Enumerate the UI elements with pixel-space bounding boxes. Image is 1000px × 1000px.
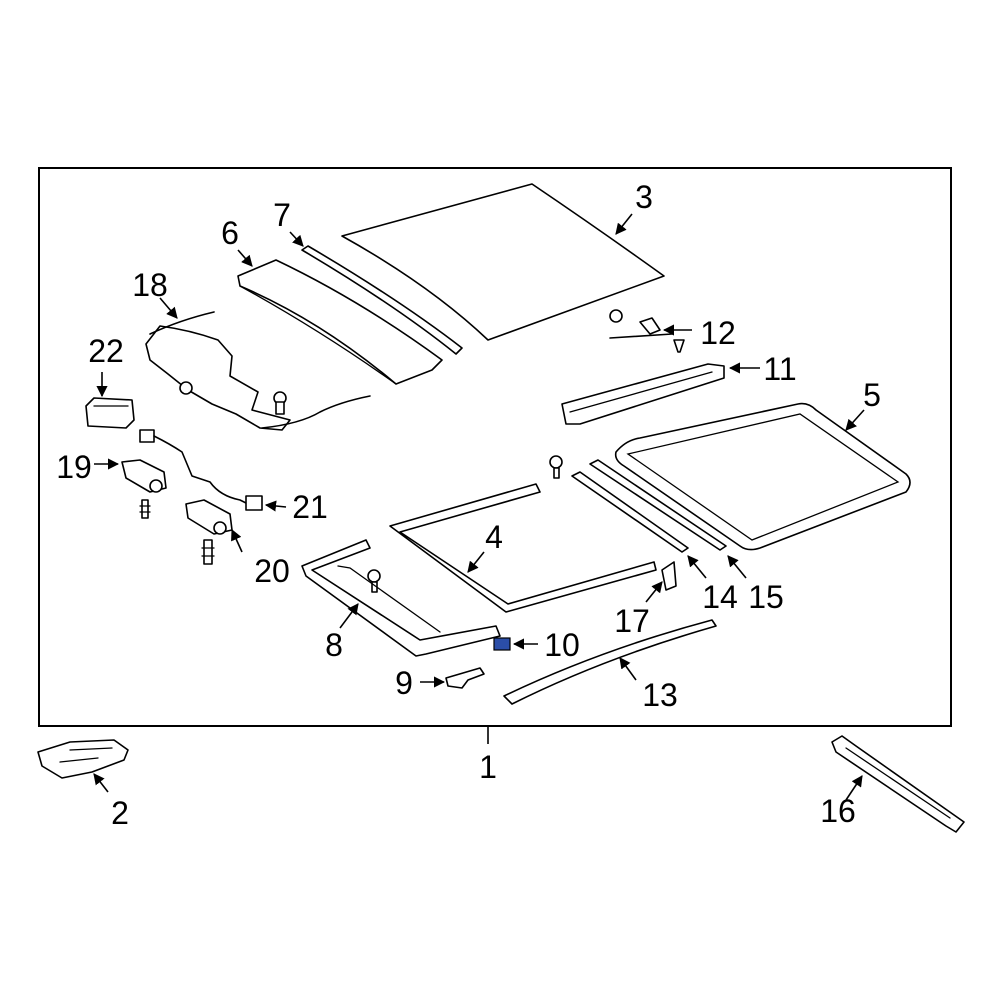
callout-15-leader <box>727 555 747 579</box>
callout-13: 13 <box>642 677 678 713</box>
callout-10: 10 <box>544 627 580 663</box>
callout-13-leader <box>619 657 637 681</box>
callout-22: 22 <box>88 333 124 369</box>
callout-17: 17 <box>614 603 650 639</box>
callout-9: 9 <box>395 665 413 701</box>
part-21-wire-harness[interactable] <box>139 429 263 511</box>
part-15-side-seal[interactable] <box>589 459 727 551</box>
part-9-bracket[interactable] <box>445 667 485 689</box>
part-20-motor[interactable] <box>185 499 233 565</box>
callout-7-leader <box>289 231 304 247</box>
callout-20-leader <box>231 528 243 553</box>
callout-2: 2 <box>111 795 129 831</box>
callout-8: 8 <box>325 627 343 663</box>
callout-11: 11 <box>763 351 796 387</box>
screw-center-top[interactable] <box>549 455 563 479</box>
callout-17-leader <box>645 581 663 603</box>
callout-6-leader <box>237 249 253 267</box>
callout-15: 15 <box>748 579 784 615</box>
callout-6: 6 <box>221 215 239 251</box>
callout-7: 7 <box>273 197 291 233</box>
callout-3-leader <box>615 213 633 235</box>
part-14-side-seal[interactable] <box>571 471 689 553</box>
callout-18: 18 <box>132 267 168 303</box>
part-12-bracket[interactable] <box>609 309 685 353</box>
part-13-trim-strip[interactable] <box>503 619 717 705</box>
callout-21-leader <box>264 500 287 512</box>
callout-4: 4 <box>485 519 503 555</box>
part-3-roof-panel[interactable] <box>341 183 665 341</box>
part-5-glass-panel[interactable] <box>614 402 911 551</box>
callout-20: 20 <box>254 553 290 589</box>
callout-18-leader <box>159 297 178 319</box>
part-18-front-frame[interactable] <box>145 311 371 431</box>
part-6-wind-deflector[interactable] <box>237 259 443 385</box>
part-10-highlight[interactable] <box>493 637 511 651</box>
part-16-rail[interactable] <box>831 735 965 833</box>
callout-8-leader <box>339 603 359 629</box>
callout-19: 19 <box>56 449 92 485</box>
callout-16-leader <box>845 775 863 801</box>
callout-5-leader <box>845 409 865 431</box>
callout-2-leader <box>93 773 109 793</box>
callout-14: 14 <box>702 579 738 615</box>
part-7-weatherstrip[interactable] <box>301 245 463 355</box>
callout-3: 3 <box>635 179 653 215</box>
callout-21: 21 <box>292 489 328 525</box>
part-19-motor[interactable] <box>121 459 167 519</box>
callout-14-leader <box>687 555 707 579</box>
part-11-rear-rail[interactable] <box>561 363 725 425</box>
screw-center-left[interactable] <box>367 569 381 593</box>
callout-4-leader <box>467 551 485 573</box>
part-8-drain-seal[interactable] <box>301 539 501 657</box>
callout-5: 5 <box>863 377 881 413</box>
callout-16: 16 <box>820 793 856 829</box>
part-2-bracket[interactable] <box>37 739 129 779</box>
part-4-seal[interactable] <box>389 483 657 613</box>
diagram-frame <box>38 167 952 727</box>
part-17-clip[interactable] <box>661 561 677 591</box>
callout-1: 1 <box>479 749 497 785</box>
part-22-control-module[interactable] <box>85 397 135 429</box>
part-10-clip[interactable] <box>493 637 511 651</box>
callout-12: 12 <box>700 315 736 351</box>
